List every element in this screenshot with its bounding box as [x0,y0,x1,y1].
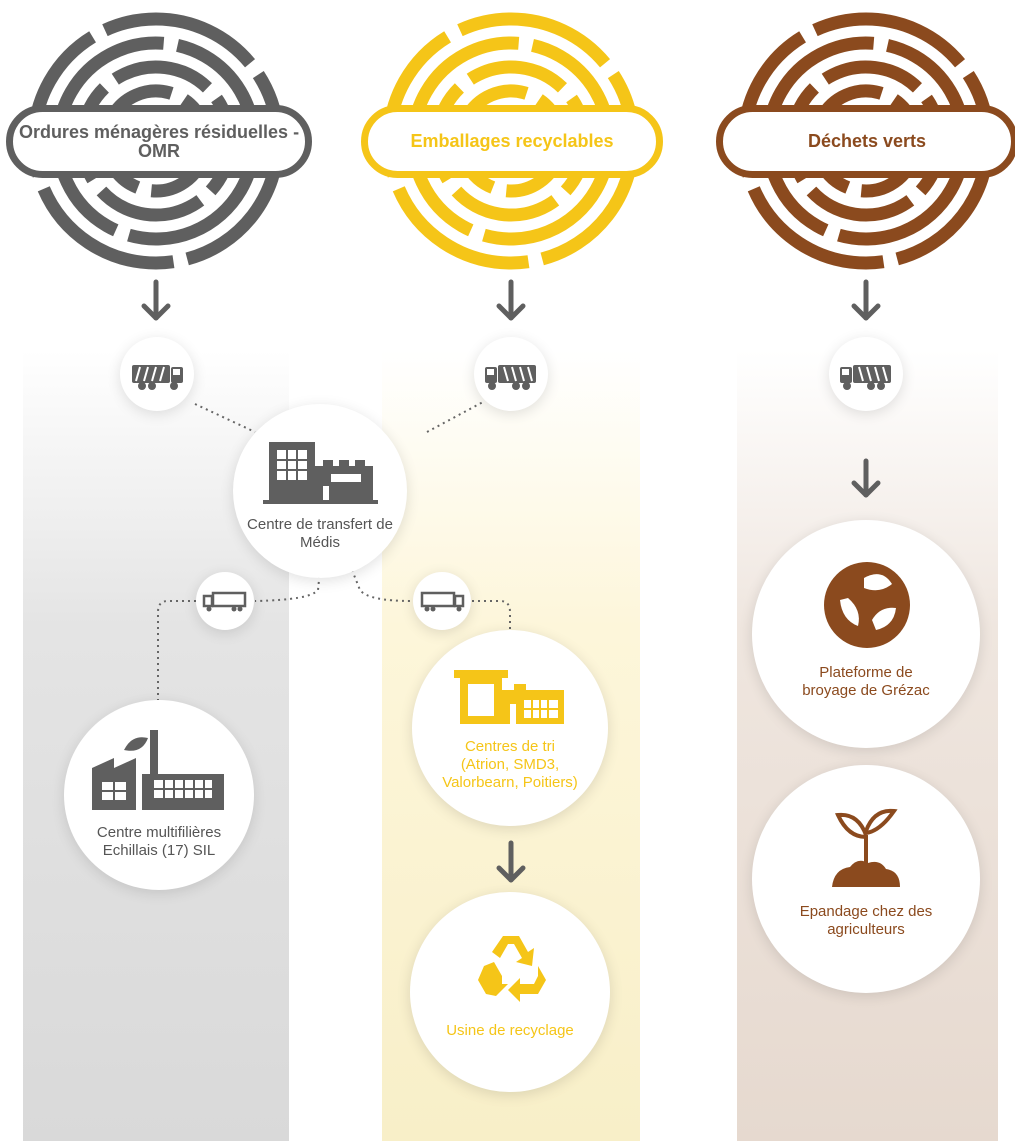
node-tri: Centres de tri (Atrion, SMD3, Valorbearn… [412,630,608,826]
node-epandage-label: Epandage chez des agriculteurs [799,903,933,938]
arrow-down-icon [851,279,881,321]
semi-truck-icon [202,591,247,612]
semi-truck-circle-right [413,572,471,630]
node-tri-label: Centres de tri (Atrion, SMD3, Valorbearn… [442,738,578,791]
stream-title-omr: Ordures ménagères résiduelles - OMR [6,105,312,178]
semi-truck-circle-left [196,572,254,630]
stream-title-green-waste: Déchets verts [716,105,1015,178]
leaves-icon [824,562,910,648]
compactor-truck-icon [840,365,891,390]
dotted-connectors [157,401,511,700]
node-transfert-label: Centre de transfert de Médis [247,516,393,551]
sorting-center-icon [454,670,564,724]
arrow-down-icon [141,279,171,321]
truck-circle-green-waste [829,337,903,411]
node-broyage-label: Plateforme de broyage de Grézac [802,664,930,699]
stream-title-recyclables: Emballages recyclables [361,105,663,178]
node-broyage: Plateforme de broyage de Grézac [752,520,980,748]
node-recyclage-label: Usine de recyclage [446,1022,574,1039]
sprout-icon [832,808,900,887]
node-transfert: Centre de transfert de Médis [233,404,407,578]
arrow-down-icon [496,279,526,321]
node-recyclage: Usine de recyclage [410,892,610,1092]
factory-icon [92,730,224,810]
node-multifilieres-label: Centre multifilières Echillais (17) SIL [96,824,222,859]
recycle-icon [478,936,546,1002]
truck-circle-omr [120,337,194,411]
semi-truck-icon [420,591,465,612]
node-multifilieres: Centre multifilières Echillais (17) SIL [64,700,254,890]
transfer-building-icon [263,442,378,504]
truck-circle-recyclables [474,337,548,411]
node-epandage: Epandage chez des agriculteurs [752,765,980,993]
compactor-truck-icon [485,365,536,390]
arrow-down-icon [851,458,881,498]
arrow-down-icon [496,840,526,883]
compactor-truck-icon [132,365,183,390]
